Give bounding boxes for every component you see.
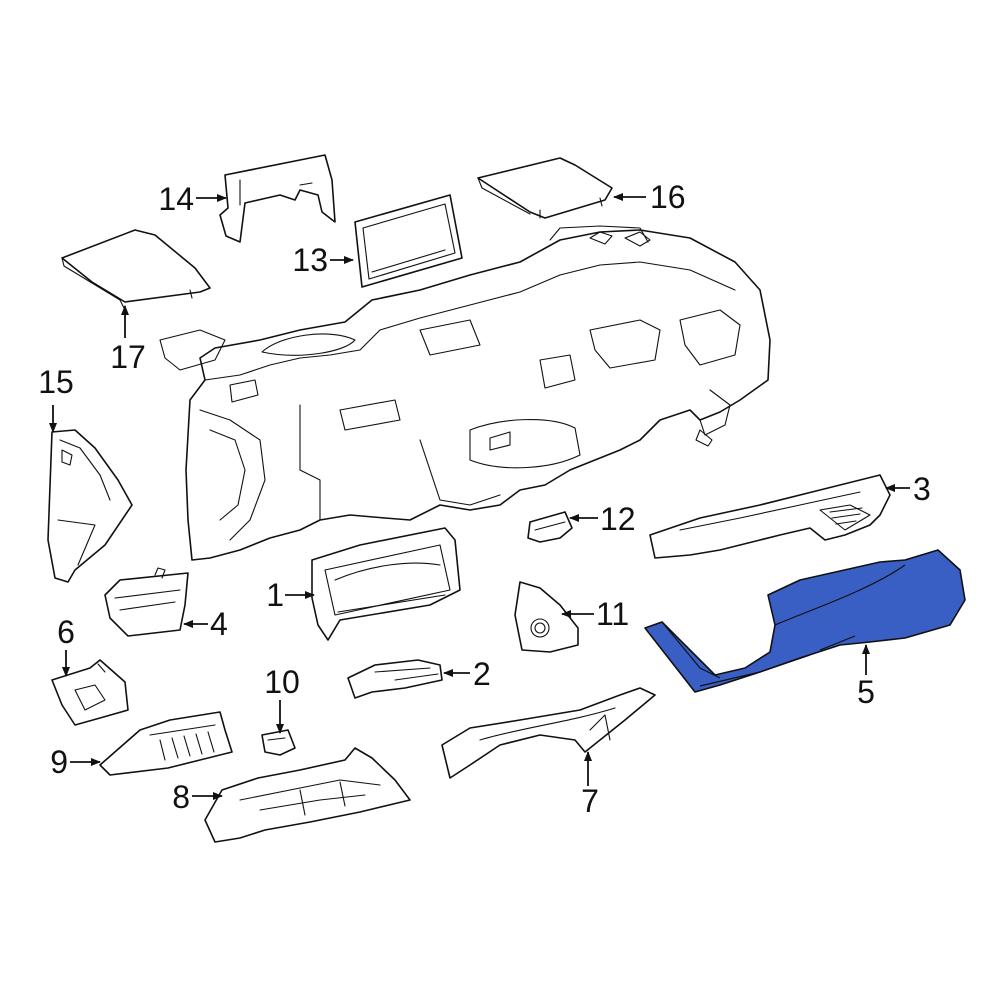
part-3-reinforcement [649,474,891,559]
part-10-clip [261,729,296,756]
callout-1: 1 [266,577,284,613]
callout-4: 4 [210,606,228,642]
part-7-lower-cover [441,687,656,779]
part-11-panel [514,581,579,653]
callout-12: 12 [600,501,636,537]
part-12-clip [527,511,573,543]
part-14-bracket [219,154,336,243]
callout-5: 5 [857,674,875,710]
part-2-bracket [347,659,443,699]
callout-7: 7 [581,783,599,819]
callout-6: 6 [57,614,75,650]
callout-labels: 1 2 3 4 5 6 7 8 9 10 11 12 13 14 15 16 1… [38,179,931,819]
part-13-display [354,194,463,288]
callout-8: 8 [172,779,190,815]
part-8-lower-panel [204,747,411,843]
part-5-lower-panel-highlighted [644,549,966,693]
callout-14: 14 [158,181,194,217]
callout-2: 2 [473,656,491,692]
part-17-cover [61,229,211,309]
main-instrument-panel [159,225,771,561]
callout-17: 17 [110,339,146,375]
callout-15: 15 [38,364,74,400]
part-1-cluster-bezel [311,527,461,641]
callout-leaders [49,193,910,800]
part-6-switch-bezel [51,659,129,726]
part-16-cover [477,157,613,219]
callout-16: 16 [650,179,686,215]
part-9-lower-panel [99,711,233,776]
callout-13: 13 [292,242,328,278]
callout-11: 11 [596,596,629,632]
callout-3: 3 [913,471,931,507]
part-4-vent [104,567,189,637]
part-15-side-panel [47,429,133,583]
callout-10: 10 [264,664,300,700]
callout-9: 9 [50,744,68,780]
